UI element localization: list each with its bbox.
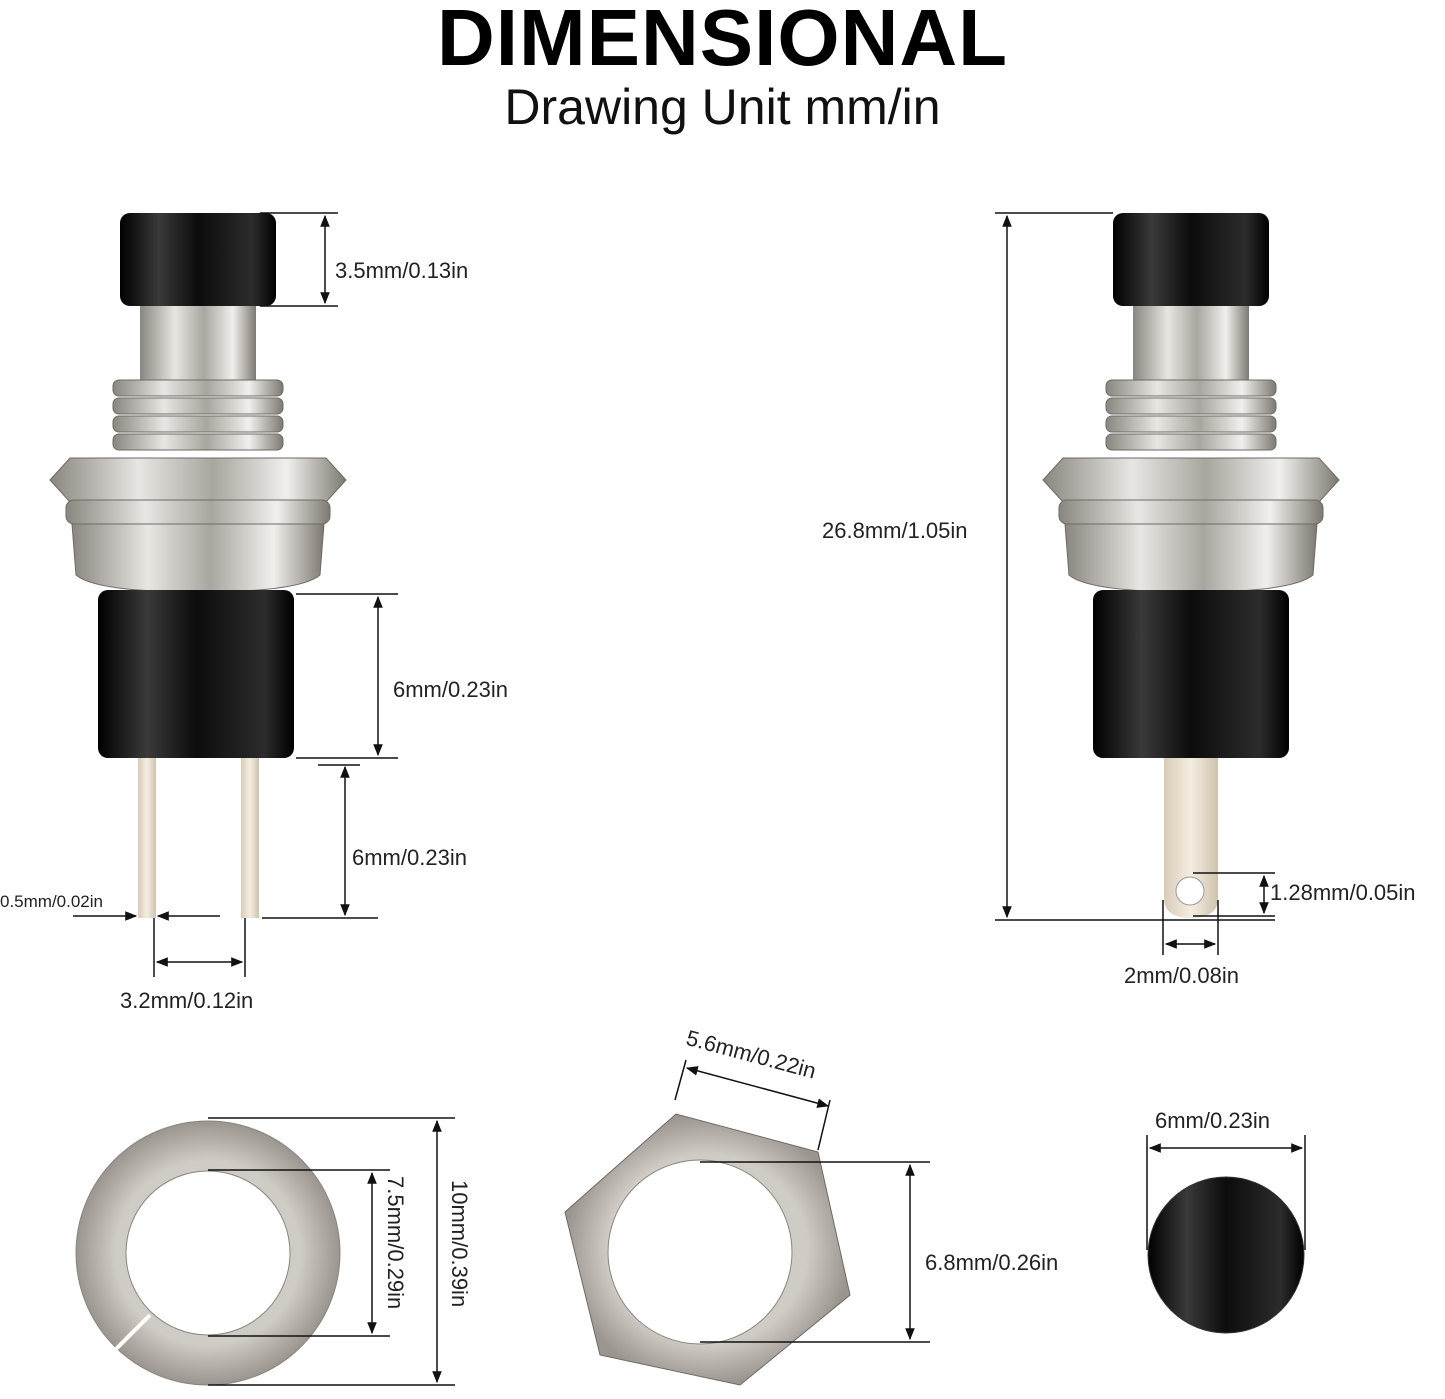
cap-diameter-label: 6mm/0.23in (1155, 1108, 1270, 1133)
body-height-label: 6mm/0.23in (393, 677, 508, 702)
switch-front-view (49, 213, 347, 918)
washer (75, 1120, 341, 1386)
pin-length-label: 6mm/0.23in (352, 845, 467, 870)
switch-side-view (1042, 213, 1340, 918)
cap-height-label: 3.5mm/0.13in (335, 258, 469, 283)
page-title: DIMENSIONAL (437, 0, 1008, 82)
washer-inner-label: 7.5mm/0.29in (383, 1176, 408, 1310)
total-height-label: 26.8mm/1.05in (822, 518, 968, 543)
hole-diameter-label: 1.28mm/0.05in (1270, 880, 1416, 905)
pin-thickness-label: 0.5mm/0.02in (0, 892, 103, 911)
cap-top (1147, 1176, 1305, 1334)
page-subtitle: Drawing Unit mm/in (504, 79, 941, 135)
nut-height-label: 6.8mm/0.26in (925, 1250, 1059, 1275)
hex-nut (564, 1113, 851, 1386)
washer-outer-label: 10mm/0.39in (447, 1180, 472, 1308)
terminal-width-label: 2mm/0.08in (1124, 963, 1239, 988)
pin-spacing-label: 3.2mm/0.12in (120, 988, 254, 1013)
